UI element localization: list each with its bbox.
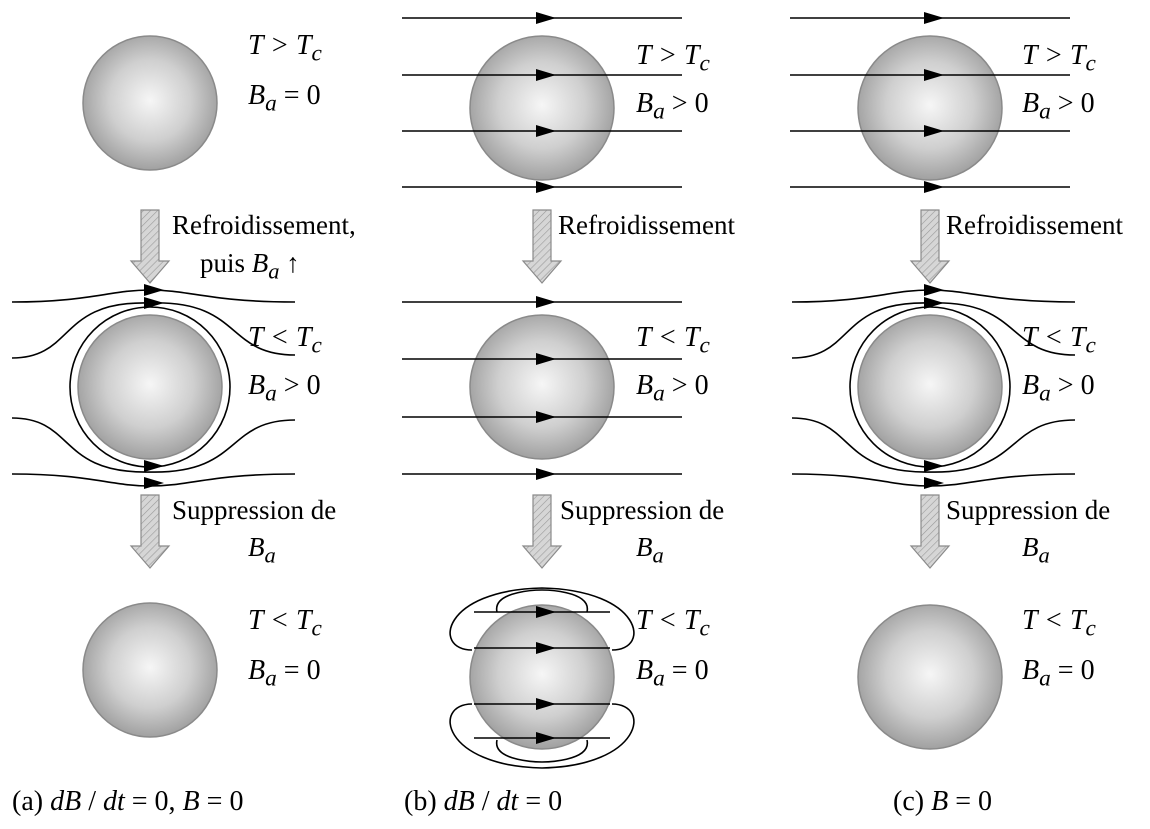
sphere-a1 xyxy=(82,35,218,171)
state-label-b3-temperature: T < Tc xyxy=(636,605,710,642)
state-label-a2-temperature: T < Tc xyxy=(248,322,322,359)
state-label-b1-field: Ba > 0 xyxy=(636,88,709,125)
field-arrow-b1-2 xyxy=(536,125,556,137)
sphere-c3 xyxy=(857,604,1003,750)
field-arrow-c1-1 xyxy=(924,69,944,81)
state-label-b1-temperature: T > Tc xyxy=(636,40,710,77)
field-arrow-a2-lower xyxy=(144,460,164,472)
field-arrow-c2-lower xyxy=(924,460,944,472)
state-label-c3-temperature: T < Tc xyxy=(1022,605,1096,642)
step-label-b-field-removal: Suppression de xyxy=(560,495,725,525)
trapped-loop-b3-inner-bottom xyxy=(496,739,588,763)
step-label-a-field-removal: Suppression de xyxy=(172,495,337,525)
field-arrow-b1-0 xyxy=(536,12,556,24)
field-arrow-a2-bottom xyxy=(144,477,164,489)
spheres-group xyxy=(77,35,1003,750)
field-arrow-b3-1 xyxy=(536,642,556,654)
field-arrow-c2-upper xyxy=(924,297,944,309)
state-label-c2-field: Ba > 0 xyxy=(1022,370,1095,407)
step-label-c-cooling: Refroidissement xyxy=(946,210,1123,240)
step-arrow-a2 xyxy=(129,494,171,569)
trapped-loop-b3-outer-top xyxy=(449,587,635,651)
trapped-loop-b3-inner-top xyxy=(496,589,588,613)
step-label-a-cooling: Refroidissement, xyxy=(172,210,356,240)
sphere-c1 xyxy=(857,35,1003,181)
state-label-a2-field: Ba > 0 xyxy=(248,370,321,407)
field-arrow-b1-1 xyxy=(536,69,556,81)
sphere-a3 xyxy=(82,602,218,738)
step-arrow-b2 xyxy=(521,494,563,569)
step-arrow-c1 xyxy=(909,209,951,284)
step-label-b-field-removal-var: Ba xyxy=(636,532,664,568)
state-label-b2-temperature: T < Tc xyxy=(636,322,710,359)
trapped-loop-b3-outer-bottom xyxy=(449,703,635,769)
state-label-b3-field: Ba = 0 xyxy=(636,655,709,692)
step-arrow-b1 xyxy=(521,209,563,284)
caption-b: (b) dB / dt = 0 xyxy=(404,786,563,817)
field-arrow-b3-0 xyxy=(536,606,556,618)
sphere-b2 xyxy=(469,314,615,460)
field-arrow-c2-top xyxy=(924,284,944,296)
field-arrow-b1-3 xyxy=(536,181,556,193)
arrowheads-group xyxy=(144,12,944,744)
step-label-c-field-removal-var: Ba xyxy=(1022,532,1050,568)
field-arrow-a2-upper xyxy=(144,297,164,309)
step-label-a-field-removal-var: Ba xyxy=(248,532,276,568)
field-arrow-c2-bottom xyxy=(924,477,944,489)
state-label-a1-temperature: T > Tc xyxy=(248,30,322,67)
field-arrow-a2-top xyxy=(144,284,164,296)
field-arrow-c1-0 xyxy=(924,12,944,24)
step-label-b-cooling: Refroidissement xyxy=(558,210,735,240)
state-label-a3-temperature: T < Tc xyxy=(248,605,322,642)
field-arrow-b2-0 xyxy=(536,296,556,308)
field-arrow-b2-1 xyxy=(536,353,556,365)
state-label-c1-temperature: T > Tc xyxy=(1022,40,1096,77)
state-label-a1-field: Ba = 0 xyxy=(248,80,321,117)
sphere-c2 xyxy=(857,314,1003,460)
caption-a: (a) dB / dt = 0, B = 0 xyxy=(12,786,244,817)
step-label-a-then-field-increase: puis Ba ↑ xyxy=(200,248,300,284)
field-arrow-b3-3 xyxy=(536,732,556,744)
field-line-c2-lower xyxy=(791,417,1076,473)
state-label-a3-field: Ba = 0 xyxy=(248,655,321,692)
field-arrow-b2-2 xyxy=(536,411,556,423)
field-arrow-b3-2 xyxy=(536,698,556,710)
state-label-c2-temperature: T < Tc xyxy=(1022,322,1096,359)
caption-c: (c) B = 0 xyxy=(893,786,992,817)
sphere-b1 xyxy=(469,35,615,181)
field-arrow-b2-3 xyxy=(536,468,556,480)
state-label-b2-field: Ba > 0 xyxy=(636,370,709,407)
sphere-b3 xyxy=(469,604,615,750)
field-arrow-c1-3 xyxy=(924,181,944,193)
step-arrow-a1 xyxy=(129,209,171,284)
state-label-c1-field: Ba > 0 xyxy=(1022,88,1095,125)
field-arrow-c1-2 xyxy=(924,125,944,137)
step-arrows-group xyxy=(129,209,951,569)
field-lines-group xyxy=(11,17,1076,769)
field-line-a2-lower xyxy=(11,417,296,473)
step-label-c-field-removal: Suppression de xyxy=(946,495,1111,525)
state-label-c3-field: Ba = 0 xyxy=(1022,655,1095,692)
step-arrow-c2 xyxy=(909,494,951,569)
sphere-a2 xyxy=(77,314,223,460)
